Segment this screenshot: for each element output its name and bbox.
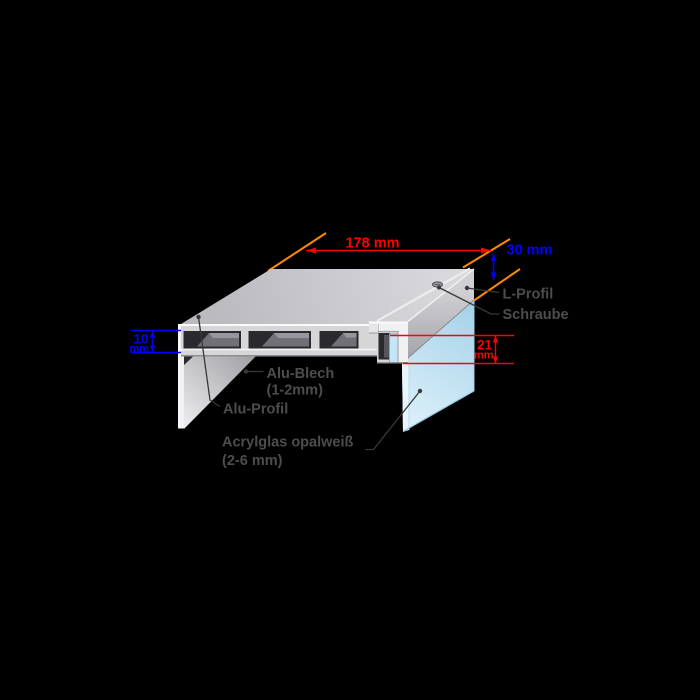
- label-acrylglas-size: (2-6 mm): [222, 453, 283, 469]
- dimension-21mm-unit: mm: [474, 350, 494, 362]
- alu-sheet-face: [184, 350, 262, 429]
- l-cut-inner-edge: [378, 330, 399, 362]
- dimension-178mm: 178 mm: [306, 236, 491, 254]
- l-profile-top-edge: [376, 267, 471, 322]
- l-cut-vertical-leg: [398, 331, 408, 362]
- label-l-profil: L-Profil: [503, 287, 554, 303]
- label-schraube: Schraube: [503, 307, 569, 323]
- acrylic-face: [402, 300, 474, 432]
- dimension-10mm-value: 10: [133, 332, 148, 347]
- l-profil-leader: [466, 287, 500, 294]
- arrow-up: [149, 330, 156, 338]
- extension-line-left: [267, 232, 327, 272]
- profile-lip: [369, 321, 378, 334]
- callout-leaders: [196, 285, 500, 451]
- dimension-21mm: 21 mm: [390, 334, 514, 365]
- arrow-down: [149, 345, 156, 353]
- dimension-10mm: 10 mm: [129, 329, 181, 355]
- dimension-10mm-unit: mm: [129, 343, 149, 355]
- dimension-30mm: 30 mm: [490, 243, 553, 280]
- label-alu-blech: Alu-Blech: [267, 366, 335, 382]
- chamber-1-sheen: [209, 333, 239, 338]
- dimension-21mm-value: 21: [477, 338, 493, 353]
- l-profile-outer-top-highlight: [407, 268, 475, 323]
- label-acrylglas: Acrylglas opalweiß: [222, 435, 353, 451]
- panel-top-face: [181, 269, 474, 324]
- dimension-30mm-text: 30 mm: [507, 243, 553, 259]
- dimension-178mm-text: 178 mm: [345, 236, 399, 252]
- l-profile-bottom-seam: [407, 299, 475, 359]
- acrylic-panel: [402, 300, 475, 433]
- alu-profil-leader: [197, 316, 221, 408]
- extension-line-right-lower: [473, 268, 521, 302]
- arrow-right: [481, 247, 491, 254]
- chamber-end-inner: [384, 335, 389, 358]
- chamber-2-sheen: [274, 333, 309, 338]
- arrow-down: [490, 272, 497, 280]
- label-alu-profil: Alu-Profil: [223, 402, 288, 418]
- chamber-3-sheen: [343, 333, 357, 338]
- acrylic-groove-cut: [389, 333, 399, 363]
- arrow-down: [492, 356, 499, 364]
- l-cut-horizontal-leg: [378, 321, 408, 332]
- label-alu-blech-size: (1-2mm): [267, 383, 324, 399]
- profile-cross-section: [181, 321, 408, 364]
- alu-sheet-edge: [178, 324, 184, 429]
- extension-line-right-upper: [462, 238, 511, 269]
- screw-slot: [434, 283, 441, 286]
- part-labels: L-Profil Schraube Alu-Blech (1-2mm) Alu-…: [222, 287, 569, 470]
- acrylic-front-edge: [402, 364, 409, 432]
- acrylic-bottom-edge: [402, 390, 475, 433]
- schraube-leader: [438, 286, 500, 315]
- arrow-up: [492, 335, 499, 343]
- arrow-up: [490, 253, 497, 261]
- arrow-left: [306, 247, 316, 254]
- hollow-chambers: [183, 331, 390, 360]
- acrylglas-leader: [365, 390, 421, 451]
